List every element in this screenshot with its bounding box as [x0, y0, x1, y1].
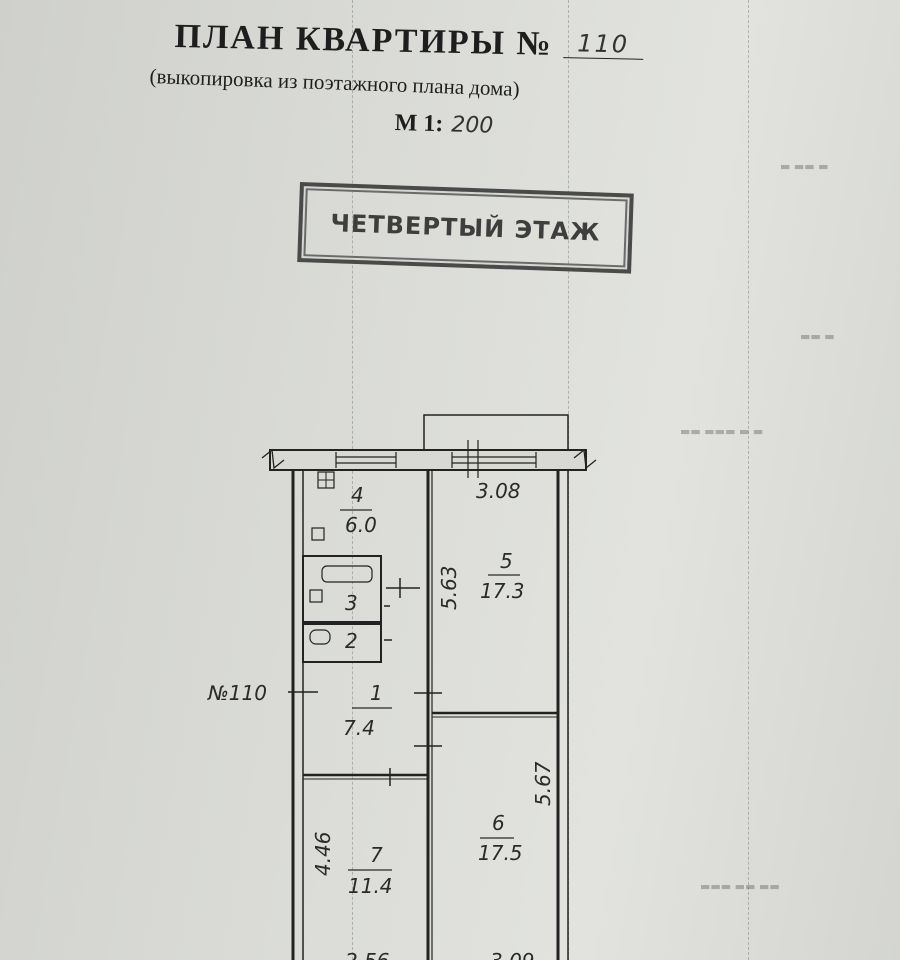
- fold-line-3: [748, 0, 749, 960]
- balcony: [423, 414, 569, 452]
- room-4-number: 4: [351, 483, 364, 507]
- bathroom-walls: [302, 555, 382, 623]
- bleed-through-text: ▬▬ ▬: [800, 330, 835, 343]
- washbasin: [309, 589, 323, 603]
- dim-bottom-left: 2.56: [345, 949, 390, 960]
- dim-room5-length: 5.63: [437, 565, 461, 610]
- room-6-number: 6: [492, 811, 505, 835]
- bleed-through-text: ▬ ▬▬ ▬: [780, 160, 829, 173]
- bleed-through-text: ▬▬▬ ▬▬ ▬▬: [700, 880, 780, 893]
- room-1-area: 7.4: [343, 716, 375, 740]
- bleed-through-text: ▬▬ ▬▬▬ ▬ ▬: [680, 425, 764, 438]
- room-6-area: 17.5: [478, 841, 523, 865]
- break-mark-left: [261, 448, 285, 470]
- apartment-marker: №110: [207, 681, 267, 705]
- dim-room5-width: 3.08: [476, 479, 521, 503]
- room-5-number: 5: [500, 549, 513, 573]
- room-5-area: 17.3: [480, 579, 525, 603]
- room-1-number: 1: [370, 681, 383, 705]
- room-3-number: 3: [345, 591, 358, 615]
- room-2-number: 2: [345, 629, 358, 653]
- room-7-area: 11.4: [348, 874, 393, 898]
- dim-bottom-right: 3.09: [490, 949, 535, 960]
- break-mark-right: [573, 448, 597, 470]
- dim-room7-length: 4.46: [311, 831, 335, 876]
- window-right: [451, 440, 537, 478]
- toilet-fixture: [309, 629, 331, 645]
- room-4-area: 6.0: [345, 513, 377, 537]
- kitchen-sink: [311, 527, 325, 541]
- bathtub: [321, 565, 373, 583]
- facade-wall: [269, 449, 587, 471]
- window-left: [335, 452, 397, 468]
- door-marks: [288, 578, 442, 786]
- room-7-number: 7: [370, 843, 383, 867]
- dim-room6-length: 5.67: [531, 761, 555, 806]
- fold-line-1: [352, 0, 353, 960]
- toilet-walls: [302, 623, 382, 663]
